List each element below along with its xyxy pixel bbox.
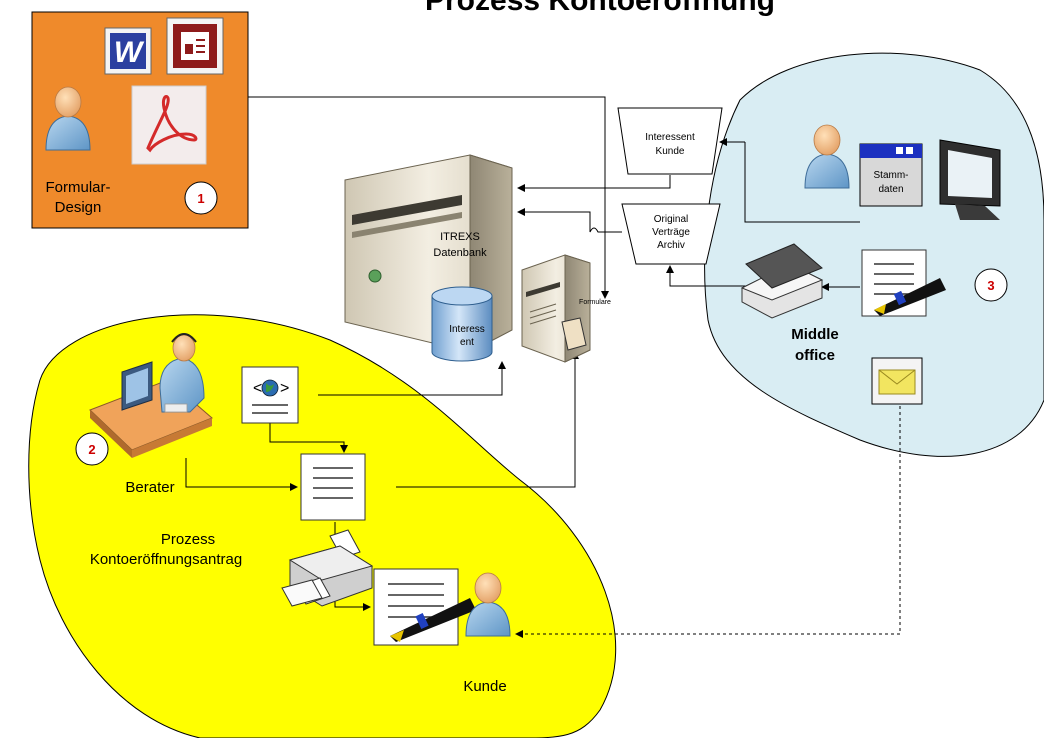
monitor-icon — [939, 139, 1001, 220]
interessent-kunde-trapezoid: Interessent Kunde — [617, 107, 723, 175]
svg-text:ITREXS: ITREXS — [440, 231, 480, 243]
printer-icon — [281, 529, 374, 607]
svg-text:Stamm-: Stamm- — [874, 170, 909, 181]
middle-office-label-line2: office — [795, 347, 835, 364]
svg-text:2: 2 — [88, 442, 95, 457]
pdf-icon — [131, 85, 207, 165]
svg-text:Datenbank: Datenbank — [433, 247, 487, 259]
formular-design-label-line2: Design — [55, 199, 102, 216]
svg-text:Formulare: Formulare — [579, 299, 611, 306]
archive-trapezoid: Original Verträge Archiv — [621, 203, 721, 265]
svg-text:<: < — [253, 380, 262, 397]
svg-text:ent: ent — [460, 337, 474, 348]
web-page-icon: < > — [241, 366, 299, 424]
consultant-desk-icon — [89, 333, 213, 458]
mail-icon — [871, 357, 923, 405]
svg-text:Interessent: Interessent — [645, 132, 695, 143]
svg-text:>: > — [280, 380, 289, 397]
signed-document-customer-icon — [373, 568, 476, 646]
kunde-label: Kunde — [463, 678, 506, 695]
consultant-process-zone — [28, 314, 617, 738]
diagram-title: Prozess Kontoeröffnung — [425, 0, 775, 17]
connector-lines — [185, 96, 860, 611]
svg-text:3: 3 — [987, 278, 994, 293]
svg-text:Original: Original — [654, 214, 688, 225]
svg-text:1: 1 — [197, 191, 204, 206]
signed-document-middle-office-icon — [861, 249, 946, 317]
scanner-icon — [740, 243, 824, 319]
berater-label: Berater — [125, 479, 174, 496]
formular-design-label-line1: Formular- — [45, 179, 110, 196]
process-label-line1: Prozess — [161, 531, 215, 548]
step-3-badge: 3 — [974, 268, 1008, 302]
svg-text:Archiv: Archiv — [657, 240, 685, 251]
process-label-line2: Kontoeröffnungsantrag — [90, 551, 242, 568]
svg-text:Verträge: Verträge — [652, 227, 690, 238]
step-1-badge: 1 — [184, 181, 218, 215]
interessent-database-cylinder: Interess ent — [431, 286, 493, 362]
svg-text:Kunde: Kunde — [656, 146, 685, 157]
svg-text:Interess: Interess — [449, 324, 485, 335]
svg-text:W: W — [114, 36, 145, 69]
step-2-badge: 2 — [75, 432, 109, 466]
stammdaten-window-icon: Stamm- daten — [859, 143, 923, 207]
application-form-document-icon — [300, 453, 366, 521]
middle-office-label-line1: Middle — [791, 326, 839, 343]
formulare-server: Formulare — [521, 254, 611, 363]
presentation-icon — [166, 17, 224, 75]
dashed-mail-connector — [515, 406, 901, 638]
word-icon: W — [104, 27, 152, 75]
svg-text:daten: daten — [878, 184, 903, 195]
